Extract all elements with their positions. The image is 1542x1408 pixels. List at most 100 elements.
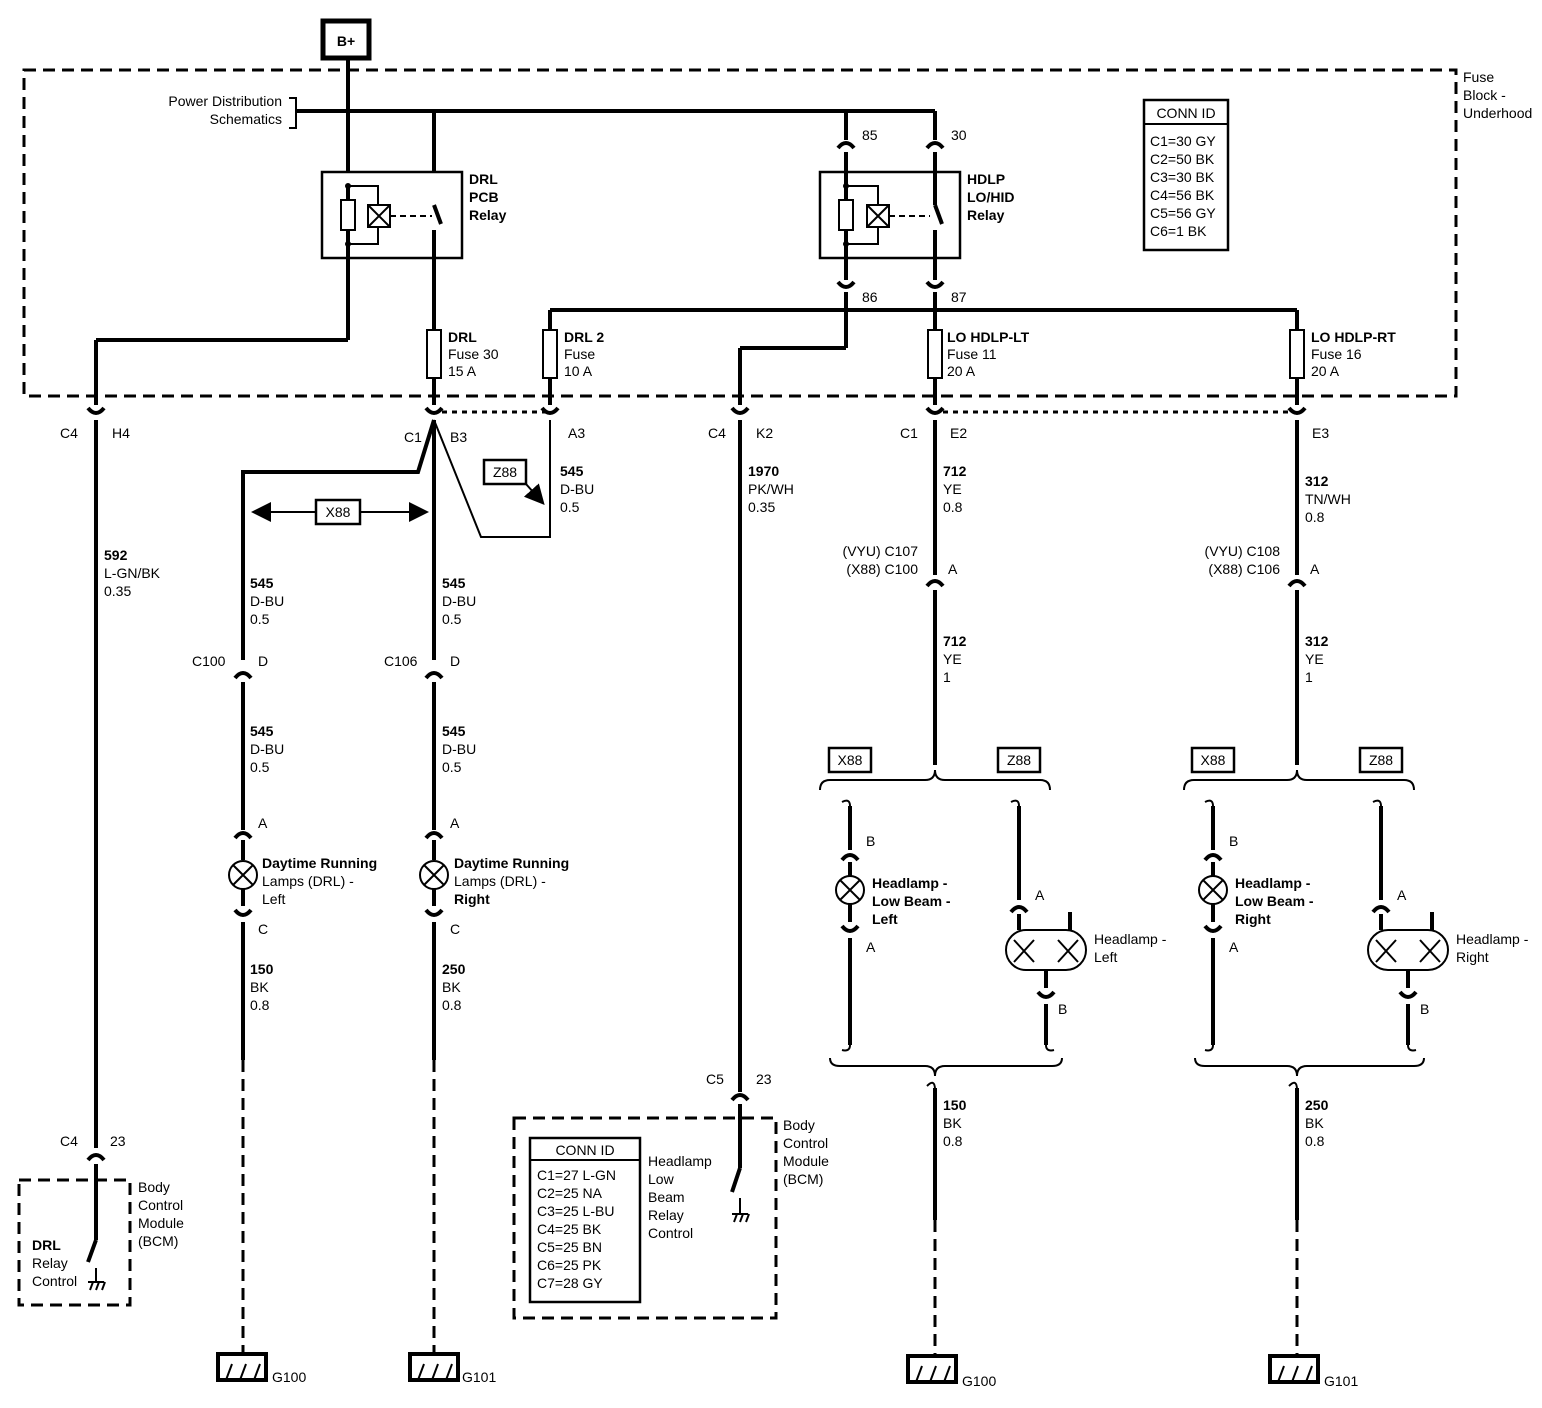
svg-text:Lamps (DRL) -: Lamps (DRL) -: [454, 873, 546, 889]
svg-text:DRL: DRL: [448, 329, 477, 345]
ground-g100-left: G100: [216, 1352, 306, 1385]
svg-text:Block -: Block -: [1463, 87, 1506, 103]
svg-text:C4: C4: [60, 425, 78, 441]
svg-text:545: 545: [442, 575, 466, 591]
battery-plus: B+: [320, 18, 372, 61]
svg-text:A: A: [450, 815, 460, 831]
svg-text:C1=30 GY: C1=30 GY: [1150, 133, 1216, 149]
svg-text:712: 712: [943, 633, 967, 649]
svg-text:(X88) C100: (X88) C100: [846, 561, 918, 577]
svg-text:D: D: [258, 653, 268, 669]
svg-text:30: 30: [951, 127, 967, 143]
svg-text:C: C: [450, 921, 460, 937]
svg-text:YE: YE: [943, 481, 962, 497]
svg-text:Beam: Beam: [648, 1189, 685, 1205]
svg-text:X88: X88: [326, 504, 351, 520]
svg-text:0.35: 0.35: [104, 583, 131, 599]
svg-text:(VYU) C108: (VYU) C108: [1205, 543, 1281, 559]
svg-text:(BCM): (BCM): [783, 1171, 823, 1187]
svg-text:545: 545: [442, 723, 466, 739]
wire-1970: 1970 PK/WH 0.35 C5 23: [706, 420, 794, 1168]
svg-text:K2: K2: [756, 425, 773, 441]
svg-text:A: A: [258, 815, 268, 831]
svg-text:Relay: Relay: [469, 207, 507, 223]
svg-text:87: 87: [951, 289, 967, 305]
svg-text:Left: Left: [262, 891, 285, 907]
lamp-icon: [228, 860, 258, 890]
svg-text:1: 1: [1305, 669, 1313, 685]
lamp-icon: [835, 875, 865, 905]
svg-text:545: 545: [560, 463, 584, 479]
fuse-lo-hdlp-lt: LO HDLP-LT Fuse 11 20 A: [927, 329, 1030, 379]
svg-text:545: 545: [250, 575, 274, 591]
conn-id-table-top: CONN ID C1=30 GY C2=50 BK C3=30 BK C4=56…: [1142, 98, 1230, 252]
svg-text:B: B: [1420, 1001, 1429, 1017]
headlamp-right-ground: 250 BK 0.8 G101: [1194, 1057, 1425, 1389]
wire-592: 592 L-GN/BK 0.35 C4 23: [60, 420, 161, 1240]
svg-text:A: A: [1310, 561, 1320, 577]
headlamp-right-circuit: A Headlamp - Right B: [1367, 799, 1529, 1052]
svg-text:A: A: [866, 939, 876, 955]
svg-text:Daytime Running: Daytime Running: [262, 855, 377, 871]
headlamp-icon: [1367, 929, 1449, 971]
svg-text:0.8: 0.8: [250, 997, 270, 1013]
svg-text:CONN ID: CONN ID: [1156, 105, 1215, 121]
svg-text:0.8: 0.8: [943, 499, 963, 515]
svg-text:86: 86: [862, 289, 878, 305]
svg-text:LO/HID: LO/HID: [967, 189, 1014, 205]
svg-text:YE: YE: [1305, 651, 1324, 667]
svg-text:C2=50 BK: C2=50 BK: [1150, 151, 1215, 167]
svg-text:A: A: [1397, 887, 1407, 903]
svg-text:A: A: [1035, 887, 1045, 903]
svg-text:HDLP: HDLP: [967, 171, 1005, 187]
svg-text:B: B: [1229, 833, 1238, 849]
svg-text:20 A: 20 A: [1311, 363, 1340, 379]
svg-text:150: 150: [250, 961, 274, 977]
svg-text:Fuse 16: Fuse 16: [1311, 346, 1362, 362]
fuse-block-wiring: [94, 258, 1299, 405]
svg-text:Underhood: Underhood: [1463, 105, 1532, 121]
svg-text:Control: Control: [783, 1135, 828, 1151]
svg-text:C106: C106: [384, 653, 418, 669]
svg-text:Right: Right: [1235, 911, 1271, 927]
svg-text:0.8: 0.8: [943, 1133, 963, 1149]
svg-text:B+: B+: [337, 33, 355, 49]
svg-text:Headlamp -: Headlamp -: [872, 875, 948, 891]
svg-text:0.35: 0.35: [748, 499, 775, 515]
svg-text:D-BU: D-BU: [442, 741, 476, 757]
svg-text:Headlamp -: Headlamp -: [1235, 875, 1311, 891]
svg-text:A3: A3: [568, 425, 585, 441]
svg-text:G101: G101: [462, 1369, 496, 1385]
svg-text:1: 1: [943, 669, 951, 685]
svg-text:C6=25 PK: C6=25 PK: [537, 1257, 602, 1273]
svg-text:Left: Left: [872, 911, 898, 927]
svg-text:DRL 2: DRL 2: [564, 329, 604, 345]
svg-text:(BCM): (BCM): [138, 1233, 178, 1249]
svg-text:LO HDLP-LT: LO HDLP-LT: [947, 329, 1030, 345]
svg-text:Fuse: Fuse: [564, 346, 595, 362]
svg-text:Relay: Relay: [32, 1255, 68, 1271]
svg-text:Control: Control: [32, 1273, 77, 1289]
svg-text:DRL: DRL: [469, 171, 498, 187]
svg-text:G100: G100: [272, 1369, 306, 1385]
svg-text:C7=28 GY: C7=28 GY: [537, 1275, 603, 1291]
svg-text:C4=56 BK: C4=56 BK: [1150, 187, 1215, 203]
svg-text:Module: Module: [783, 1153, 829, 1169]
svg-text:BK: BK: [250, 979, 269, 995]
lamp-icon: [419, 860, 449, 890]
svg-text:C1=27 L-GN: C1=27 L-GN: [537, 1167, 616, 1183]
svg-text:Fuse 11: Fuse 11: [947, 346, 997, 362]
fuse-block-label: Fuse Block - Underhood: [1463, 69, 1532, 121]
drl-feed-wiring: X88 Z88 545 D-BU 0.5 545 D-BU 0.5 545 D-…: [241, 419, 594, 660]
svg-text:20 A: 20 A: [947, 363, 976, 379]
svg-text:Schematics: Schematics: [210, 111, 282, 127]
svg-text:0.5: 0.5: [560, 499, 580, 515]
svg-text:D-BU: D-BU: [560, 481, 594, 497]
svg-text:23: 23: [110, 1133, 126, 1149]
svg-text:Daytime Running: Daytime Running: [454, 855, 569, 871]
headlamp-low-beam-right-circuit: B Headlamp - Low Beam - Right A: [1198, 799, 1314, 1052]
svg-text:712: 712: [943, 463, 967, 479]
headlamp-left-feed: 712 YE 0.8 (VYU) C107 (X88) C100 A 712 Y…: [819, 420, 1051, 791]
svg-text:Z88: Z88: [493, 464, 517, 480]
svg-text:250: 250: [442, 961, 466, 977]
